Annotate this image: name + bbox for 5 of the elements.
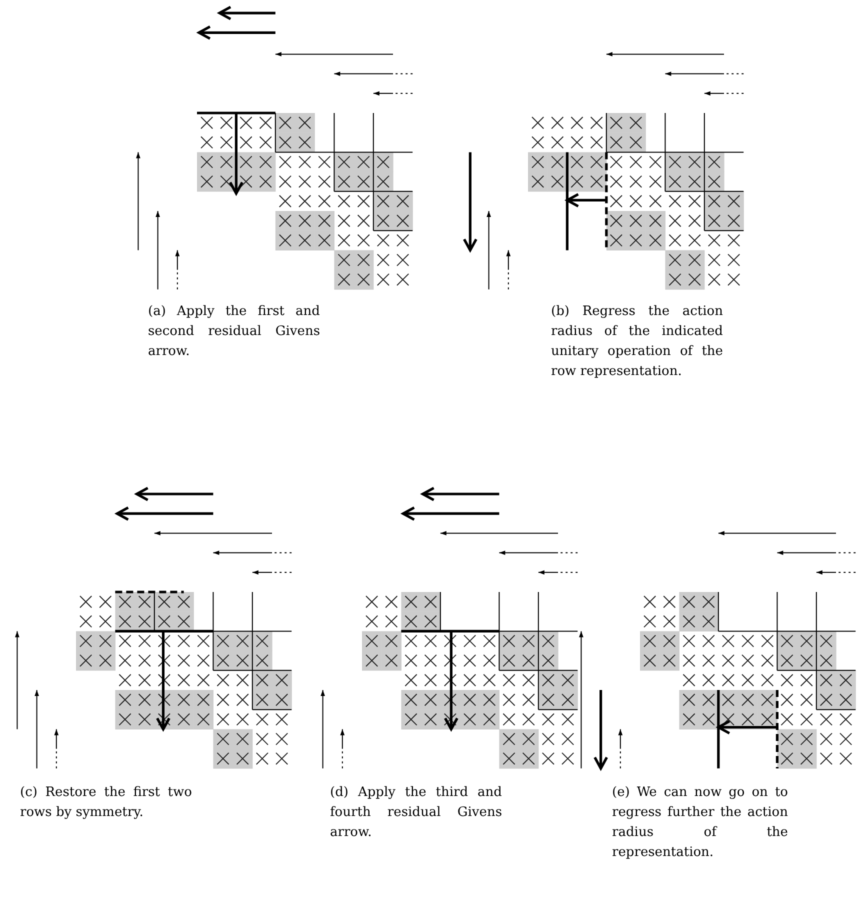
caption: (c) Restore the first two rows by symmetry. xyxy=(20,784,192,822)
caption: (a) Apply the first and second residual Givens arrow. xyxy=(148,303,320,361)
caption: (e) We can now go on to regress further the action radius of the representation. xyxy=(612,784,788,862)
caption: (b) Regress the action radius of the indicated unitary operation of the row representation. xyxy=(551,303,723,381)
caption: (d) Apply the third and fourth residual Givens arrow. xyxy=(330,784,502,842)
